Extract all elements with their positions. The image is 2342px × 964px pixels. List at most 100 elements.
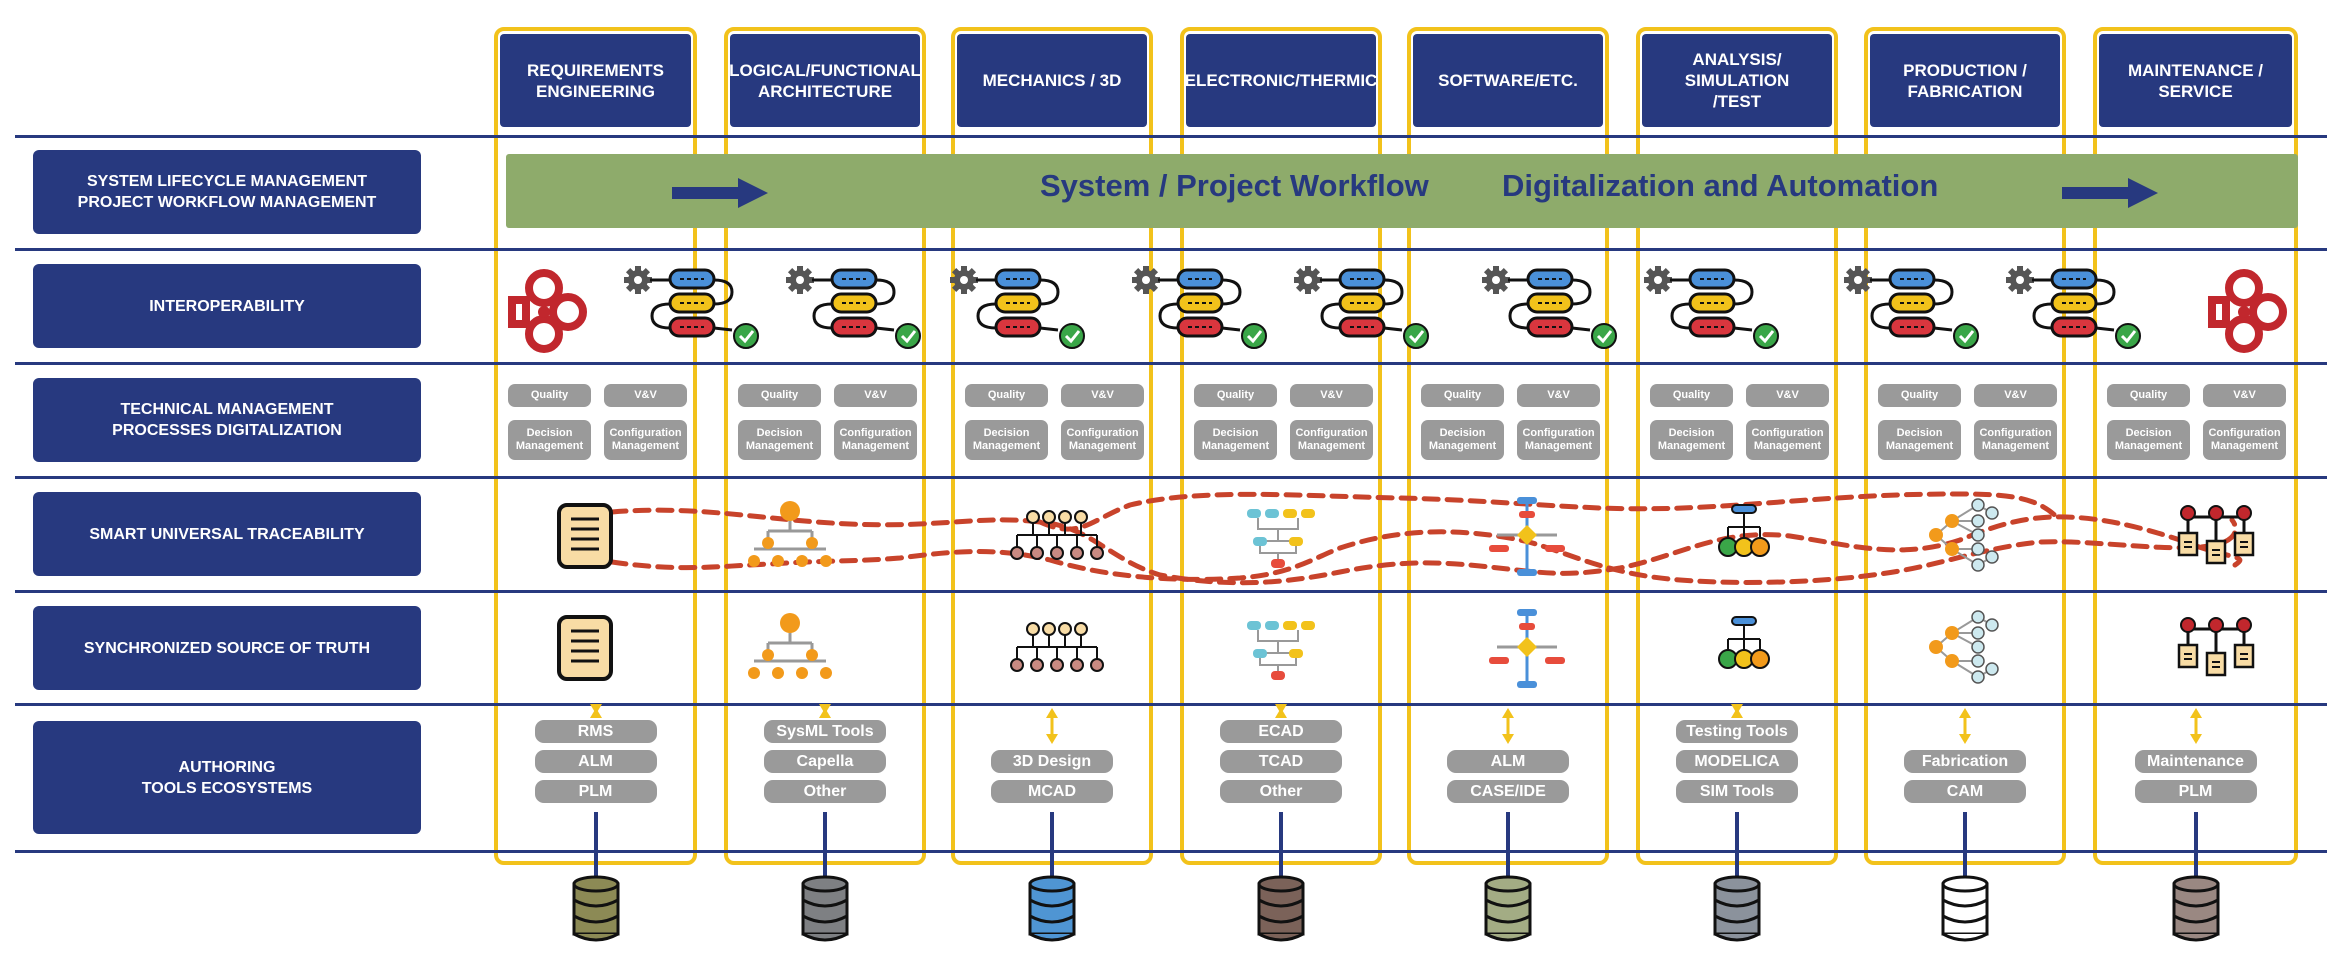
configuration-management-pill: Configuration Management <box>1061 420 1144 460</box>
database-connector <box>1941 708 1989 942</box>
document-icon <box>557 615 613 681</box>
doc-tree-icon <box>2177 505 2255 565</box>
database-icon <box>1028 875 1076 942</box>
column-header: REQUIREMENTS ENGINEERING <box>500 34 691 127</box>
decision-management-pill: Decision Management <box>1650 420 1733 460</box>
gear-pipeline-check-icon <box>950 266 1085 349</box>
workflow-subtitle: Digitalization and Automation <box>1502 168 1939 203</box>
decision-management-pill: Decision Management <box>738 420 821 460</box>
quality-pill: Quality <box>965 384 1048 407</box>
decision-management-pill: Decision Management <box>965 420 1048 460</box>
workflow-title: System / Project Workflow <box>1040 168 1429 203</box>
tool-pill: CAM <box>1904 780 2026 803</box>
circle-tree-icon <box>1718 616 1770 669</box>
configuration-management-pill: Configuration Management <box>2203 420 2286 460</box>
org-tree-icon <box>748 501 832 567</box>
interop-logo-icon <box>2208 269 2287 353</box>
quality-pill: Quality <box>2107 384 2190 407</box>
database-icon <box>2172 875 2219 942</box>
vv-pill: V&V <box>2203 384 2286 407</box>
tool-pill: Testing Tools <box>1676 720 1798 743</box>
tool-pill: ALM <box>1447 750 1569 773</box>
database-icon <box>1484 875 1532 942</box>
gear-pipeline-check-icon <box>1482 266 1617 349</box>
gear-pipeline-check-icon <box>786 266 921 349</box>
gear-pipeline-check-icon <box>1844 266 1979 349</box>
database-icon <box>1713 875 1761 942</box>
row-divider <box>15 362 2327 365</box>
database-connector <box>1257 704 1305 942</box>
tool-pill: ECAD <box>1220 720 1342 743</box>
configuration-management-pill: Configuration Management <box>604 420 687 460</box>
vv-pill: V&V <box>1290 384 1373 407</box>
database-connector <box>1028 708 1076 942</box>
network-icon <box>1929 610 1999 684</box>
org-tree-icon <box>748 613 832 679</box>
tool-pill: SIM Tools <box>1676 780 1798 803</box>
gear-pipeline-check-icon <box>1644 266 1779 349</box>
tool-pill: Other <box>1220 780 1342 803</box>
flowchart-icon <box>1489 609 1565 688</box>
database-connector <box>1713 704 1761 942</box>
database-icon <box>1257 875 1305 942</box>
row-divider <box>15 248 2327 251</box>
interop-logo-icon <box>508 269 587 353</box>
decision-management-pill: Decision Management <box>508 420 591 460</box>
configuration-management-pill: Configuration Management <box>834 420 917 460</box>
arrow-right-icon <box>672 178 768 208</box>
tool-pill: MCAD <box>991 780 1113 803</box>
tool-pill: ALM <box>534 750 657 773</box>
row-divider <box>15 590 2327 593</box>
vv-pill: V&V <box>1517 384 1600 407</box>
decision-management-pill: Decision Management <box>1421 420 1504 460</box>
tool-pill: TCAD <box>1220 750 1342 773</box>
workflow-bar <box>506 154 2298 228</box>
hierarchy-icon <box>1010 510 1104 560</box>
quality-pill: Quality <box>1878 384 1961 407</box>
quality-pill: Quality <box>508 384 591 407</box>
arrow-right-icon <box>2062 178 2158 208</box>
tool-pill: SysML Tools <box>764 720 886 743</box>
row-label-interoperability: INTEROPERABILITY <box>33 264 421 348</box>
quality-pill: Quality <box>1650 384 1733 407</box>
hierarchy-icon <box>1010 622 1104 672</box>
tool-pill: PLM <box>534 780 657 803</box>
database-connector <box>2172 708 2219 942</box>
tool-pill: RMS <box>534 720 657 743</box>
tool-pill: PLM <box>2134 780 2257 803</box>
tool-pill: Maintenance <box>2134 750 2257 773</box>
database-connector <box>1484 708 1532 942</box>
column-header: LOGICAL/FUNCTIONAL ARCHITECTURE <box>729 34 921 127</box>
configuration-management-pill: Configuration Management <box>1290 420 1373 460</box>
vv-pill: V&V <box>1974 384 2057 407</box>
database-icon <box>572 875 619 942</box>
gear-pipeline-check-icon <box>1294 266 1429 349</box>
tool-pill: 3D Design <box>991 750 1113 773</box>
column-header: SOFTWARE/ETC. <box>1413 34 1603 127</box>
vv-pill: V&V <box>1061 384 1144 407</box>
network-icon <box>1929 498 1999 572</box>
flowchart-icon <box>1489 497 1565 576</box>
row-label-lifecycle: SYSTEM LIFECYCLE MANAGEMENT PROJECT WORK… <box>33 150 421 234</box>
quality-pill: Quality <box>738 384 821 407</box>
decision-management-pill: Decision Management <box>2107 420 2190 460</box>
tool-pill: MODELICA <box>1676 750 1798 773</box>
row-divider <box>15 850 2327 853</box>
quality-pill: Quality <box>1194 384 1277 407</box>
row-label-traceability: SMART UNIVERSAL TRACEABILITY <box>33 492 421 576</box>
document-icon <box>557 503 613 569</box>
row-label-source-of-truth: SYNCHRONIZED SOURCE OF TRUTH <box>33 606 421 690</box>
vv-pill: V&V <box>604 384 687 407</box>
database-icon <box>1941 875 1989 942</box>
database-connector <box>572 704 619 942</box>
database-icon <box>801 875 849 942</box>
database-connector <box>801 704 849 942</box>
configuration-management-pill: Configuration Management <box>1746 420 1829 460</box>
row-divider <box>15 703 2327 706</box>
quality-pill: Quality <box>1421 384 1504 407</box>
row-label-authoring-tools: AUTHORING TOOLS ECOSYSTEMS <box>33 721 421 834</box>
gear-pipeline-check-icon <box>624 266 759 349</box>
column-header: ANALYSIS/ SIMULATION /TEST <box>1642 34 1832 127</box>
tool-pill: Capella <box>764 750 886 773</box>
